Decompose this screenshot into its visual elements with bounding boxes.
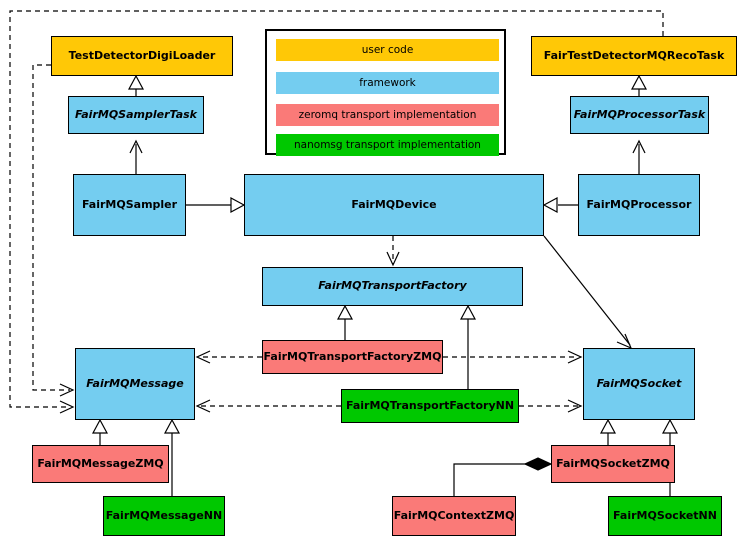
class-label-fairmqmessagezmq: FairMQMessageZMQ: [37, 456, 164, 470]
edge-messagezmq-to-message: [91, 418, 109, 445]
class-box-fairmqsampler[interactable]: FairMQSampler: [73, 174, 186, 236]
class-box-fairmqprocessortask[interactable]: FairMQProcessorTask: [570, 96, 709, 134]
class-label-fairmqsampler: FairMQSampler: [81, 197, 178, 211]
class-label-fairmqtransportfactorynn: FairMQTransportFactoryNN: [345, 398, 515, 412]
edge-tfnn-to-tf: [459, 304, 477, 389]
class-box-fairmqdevice[interactable]: FairMQDevice: [244, 174, 544, 236]
edge-tfzmq-to-tf: [336, 304, 354, 340]
class-box-fairmqtransportfactorynn[interactable]: FairMQTransportFactoryNN: [341, 389, 519, 423]
class-label-fairtestdetectormqrecotask: FairTestDetectorMQRecoTask: [543, 48, 725, 62]
legend-label-zeromq: zeromq transport implementation: [298, 109, 477, 121]
edge-tfzmq-to-message: [195, 350, 262, 364]
class-label-fairmqtransportfactory: FairMQTransportFactory: [318, 279, 467, 293]
edge-tfnn-to-socket: [519, 399, 583, 413]
edge-tfzmq-to-socket: [443, 350, 583, 364]
edge-processor-to-device: [542, 196, 578, 214]
legend-label-framework: framework: [359, 77, 416, 89]
class-box-fairmqtransportfactoryzmq[interactable]: FairMQTransportFactoryZMQ: [262, 340, 443, 374]
edge-samplertask-to-digiloader: [127, 74, 145, 96]
legend-item-user-code: user code: [276, 39, 499, 61]
class-label-testdetectordigiloader: TestDetectorDigiLoader: [68, 48, 216, 62]
legend-item-zeromq: zeromq transport implementation: [276, 104, 499, 126]
edge-device-to-transportfactory: [386, 236, 400, 267]
edge-device-to-socket: [543, 235, 633, 350]
class-label-fairmqsocket: FairMQSocket: [596, 376, 682, 390]
class-label-fairmqsocketzmq: FairMQSocketZMQ: [556, 456, 670, 470]
legend: user code framework zeromq transport imp…: [265, 29, 506, 156]
edge-tfnn-to-message: [195, 399, 341, 413]
class-label-fairmqtransportfactoryzmq: FairMQTransportFactoryZMQ: [263, 349, 442, 363]
class-label-fairmqprocessortask: FairMQProcessorTask: [573, 107, 706, 121]
legend-label-nanomsg: nanomsg transport implementation: [294, 139, 481, 151]
class-box-fairmqsocketnn[interactable]: FairMQSocketNN: [608, 496, 722, 536]
class-box-fairmqsocketzmq[interactable]: FairMQSocketZMQ: [551, 445, 675, 483]
class-label-fairmqmessage: FairMQMessage: [86, 376, 184, 390]
edge-contextzmq-to-socketzmq: [453, 457, 553, 496]
class-box-fairmqmessagezmq[interactable]: FairMQMessageZMQ: [32, 445, 169, 483]
class-label-fairmqsocketnn: FairMQSocketNN: [613, 508, 717, 522]
class-label-fairmqsamplertask: FairMQSamplerTask: [75, 107, 197, 121]
legend-item-nanomsg: nanomsg transport implementation: [276, 134, 499, 156]
class-box-fairmqsamplertask[interactable]: FairMQSamplerTask: [68, 96, 204, 134]
edge-socketzmq-to-socket: [599, 418, 617, 445]
class-box-fairmqprocessor[interactable]: FairMQProcessor: [578, 174, 700, 236]
class-box-fairmqmessagenn[interactable]: FairMQMessageNN: [103, 496, 225, 536]
legend-item-framework: framework: [276, 72, 499, 94]
class-label-fairmqdevice: FairMQDevice: [351, 197, 437, 211]
class-box-testdetectordigiloader[interactable]: TestDetectorDigiLoader: [51, 36, 233, 76]
class-box-fairmqsocket[interactable]: FairMQSocket: [583, 348, 695, 420]
class-box-fairmqmessage[interactable]: FairMQMessage: [75, 348, 195, 420]
class-box-fairtestdetectormqrecotask[interactable]: FairTestDetectorMQRecoTask: [531, 36, 737, 76]
class-label-fairmqcontextzmq: FairMQContextZMQ: [393, 508, 515, 522]
edge-sampler-to-samplertask: [129, 139, 143, 174]
class-label-fairmqprocessor: FairMQProcessor: [586, 197, 692, 211]
class-box-fairmqcontextzmq[interactable]: FairMQContextZMQ: [392, 496, 516, 536]
edge-processortask-to-recotask: [630, 74, 648, 96]
edge-digiloader-to-message: [32, 64, 75, 397]
class-box-fairmqtransportfactory[interactable]: FairMQTransportFactory: [262, 267, 523, 306]
edge-processor-to-processortask: [632, 139, 646, 174]
legend-label-user-code: user code: [361, 44, 414, 56]
class-label-fairmqmessagenn: FairMQMessageNN: [105, 508, 223, 522]
